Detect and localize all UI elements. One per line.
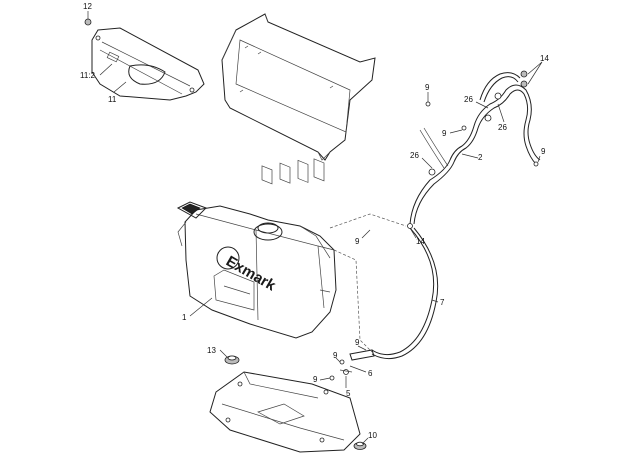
callout-26-a: 26 [464, 95, 473, 104]
base-plate [209, 371, 361, 453]
hose-clamps-top [425, 70, 539, 167]
fuel-hose-upper [409, 72, 541, 225]
callout-2: 2 [478, 153, 483, 162]
callout-7: 7 [440, 298, 445, 307]
callout-26-c: 26 [410, 151, 419, 160]
callout-11: 11 [108, 95, 117, 104]
callout-11-2: 11:2 [80, 71, 96, 80]
grommet-10 [353, 441, 367, 450]
callout-9-b: 9 [442, 129, 447, 138]
fuel-tank: Exmark [176, 201, 337, 339]
callout-5: 5 [346, 389, 351, 398]
callout-9-e: 9 [355, 338, 360, 347]
callout-9-g: 9 [313, 375, 318, 384]
callout-9-c: 9 [541, 147, 546, 156]
callout-9-d: 9 [355, 237, 360, 246]
callout-10: 10 [368, 431, 377, 440]
routing-dashes [329, 213, 407, 353]
cover-plate [91, 27, 205, 101]
callout-labels: 12 11:2 11 14 9 26 9 26 9 26 2 9 14 7 1 … [80, 2, 549, 440]
callout-14-mid: 14 [416, 237, 425, 246]
callout-14-top: 14 [540, 54, 549, 63]
callout-leaders [87, 11, 543, 445]
mounting-frame-panel [221, 13, 376, 185]
callout-1: 1 [182, 313, 187, 322]
callout-6: 6 [368, 369, 373, 378]
callout-13: 13 [207, 346, 216, 355]
callout-9-a: 9 [425, 83, 430, 92]
callout-12: 12 [83, 2, 92, 11]
hardware-nut-12 [84, 18, 92, 26]
callout-26-b: 26 [498, 123, 507, 132]
fuel-hose-lower [371, 223, 439, 360]
callout-9-f: 9 [333, 351, 338, 360]
grommet-13 [224, 355, 240, 365]
